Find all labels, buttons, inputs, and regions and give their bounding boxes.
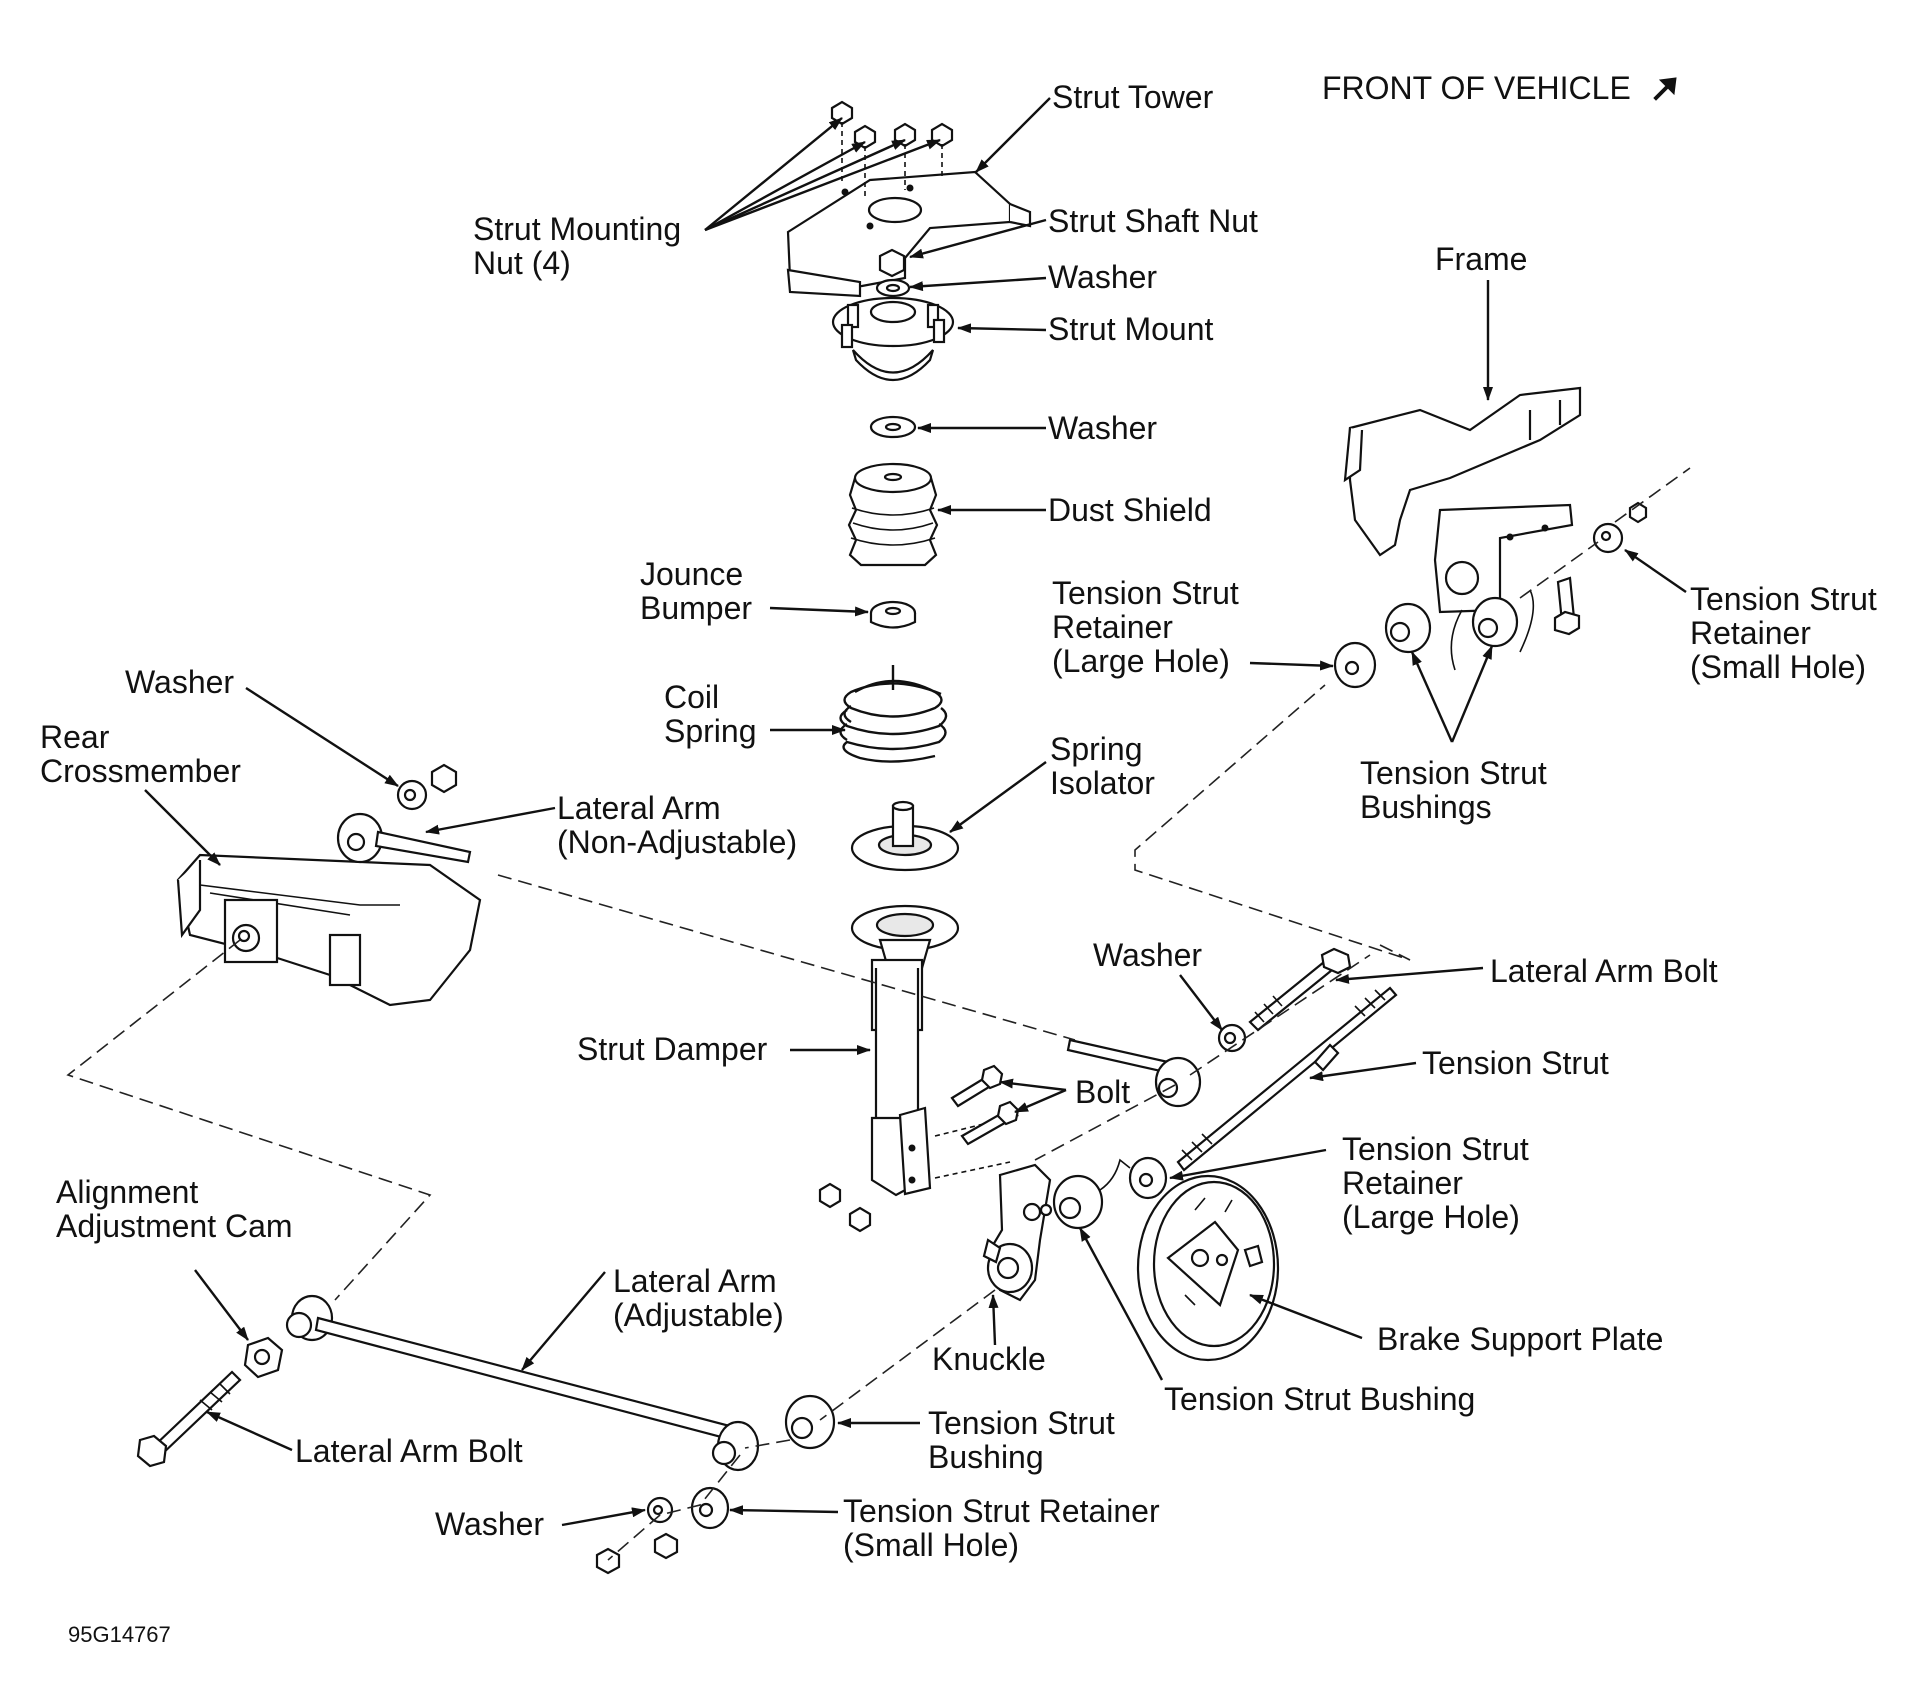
label-coil-spring-1: Coil: [664, 679, 719, 715]
tension-strut-bushing-low: [784, 1394, 836, 1450]
label-lateral-arm-bolt-right: Lateral Arm Bolt: [1490, 953, 1718, 989]
washer-bottom-part: [646, 1496, 674, 1524]
label-coil-spring-2: Spring: [664, 713, 757, 749]
label-tension-strut: Tension Strut: [1422, 1045, 1609, 1081]
knuckle-nuts: [818, 1182, 872, 1233]
figure-id: 95G14767: [68, 1622, 171, 1647]
label-ts-retainer-large-top-3: (Large Hole): [1052, 643, 1230, 679]
label-strut-damper: Strut Damper: [577, 1031, 768, 1067]
label-ts-bushing-right: Tension Strut Bushing: [1164, 1381, 1475, 1417]
label-ts-retainer-small-low-2: (Small Hole): [843, 1527, 1019, 1563]
label-ts-retainer-small-top-2: Retainer: [1690, 615, 1811, 651]
label-dust-shield: Dust Shield: [1048, 492, 1212, 528]
front-arrow-icon: [1653, 77, 1677, 101]
strut-tower: [786, 170, 1032, 298]
strut-shaft-nut: [878, 248, 906, 278]
label-lateral-arm-adj-2: (Adjustable): [613, 1297, 784, 1333]
leader-arrows: [144, 97, 1687, 1527]
label-ts-retainer-large-low-2: Retainer: [1342, 1165, 1463, 1201]
label-ts-retainer-large-low-1: Tension Strut: [1342, 1131, 1529, 1167]
dust-shield: [847, 462, 939, 567]
label-spring-isolator-2: Isolator: [1050, 765, 1155, 801]
lateral-arm-bolt-right-part: [1248, 947, 1352, 1032]
label-washer-left: Washer: [125, 664, 234, 700]
label-spring-isolator-1: Spring: [1050, 731, 1143, 767]
label-ts-retainer-small-low-1: Tension Strut Retainer: [843, 1493, 1160, 1529]
rear-crossmember: [176, 853, 482, 1007]
tension-strut-retainer-large-top: [1333, 641, 1377, 689]
label-ts-retainer-small-top-1: Tension Strut: [1690, 581, 1877, 617]
tension-strut-bushing-right-part: [1052, 1158, 1131, 1230]
label-strut-mounting-nut-2: Nut (4): [473, 245, 571, 281]
labels: Strut Tower Strut Mounting Nut (4) Strut…: [40, 79, 1877, 1563]
label-lateral-arm-nonadj-1: Lateral Arm: [557, 790, 721, 826]
label-strut-shaft-nut: Strut Shaft Nut: [1048, 203, 1258, 239]
strut-mount: [831, 296, 955, 382]
label-ts-bushings-1: Tension Strut: [1360, 755, 1547, 791]
brake-support-plate: [1136, 1174, 1280, 1362]
tension-strut-retainer-small-low: [690, 1486, 730, 1530]
label-strut-mounting-nut-1: Strut Mounting: [473, 211, 681, 247]
label-washer-mid: Washer: [1048, 410, 1157, 446]
tension-strut-bushings-top: [1384, 589, 1535, 671]
label-ts-retainer-large-top-1: Tension Strut: [1052, 575, 1239, 611]
label-ts-bushings-2: Bushings: [1360, 789, 1492, 825]
tension-strut-retainer-large-low: [1128, 1156, 1168, 1200]
bolts-knuckle: [950, 1064, 1020, 1146]
nuts-bottom: [595, 1532, 679, 1575]
strut-damper: [850, 904, 1021, 1197]
label-lateral-arm-adj-1: Lateral Arm: [613, 1263, 777, 1299]
coil-spring: [839, 665, 948, 763]
label-washer-bottom: Washer: [435, 1506, 544, 1542]
alignment-adjustment-cam: [243, 1336, 284, 1379]
lateral-arm-adjustable: [285, 1294, 760, 1472]
tension-strut-part: [1176, 986, 1398, 1172]
washer-mid: [869, 415, 917, 439]
label-rear-crossmember-1: Rear: [40, 719, 110, 755]
lateral-arm-bolt-left-part: [136, 1370, 242, 1468]
label-jounce-bumper-1: Jounce: [640, 556, 743, 592]
label-ts-retainer-large-low-3: (Large Hole): [1342, 1199, 1520, 1235]
nut-left: [430, 763, 458, 794]
label-washer-right: Washer: [1093, 937, 1202, 973]
tension-strut-retainer-small-top: [1592, 522, 1624, 554]
label-knuckle: Knuckle: [932, 1341, 1046, 1377]
label-frame: Frame: [1435, 241, 1527, 277]
label-rear-crossmember-2: Crossmember: [40, 753, 241, 789]
label-ts-bushing-low-2: Bushing: [928, 1439, 1044, 1475]
washer-right-part: [1217, 1023, 1247, 1053]
jounce-bumper: [869, 600, 917, 629]
knuckle: [982, 1163, 1053, 1302]
label-alignment-cam-1: Alignment: [56, 1174, 198, 1210]
front-of-vehicle-label: FRONT OF VEHICLE: [1322, 70, 1631, 106]
label-lateral-arm-bolt-left: Lateral Arm Bolt: [295, 1433, 523, 1469]
label-brake-support-plate: Brake Support Plate: [1377, 1321, 1663, 1357]
label-lateral-arm-nonadj-2: (Non-Adjustable): [557, 824, 797, 860]
frame: [1343, 386, 1582, 614]
label-ts-retainer-small-top-3: (Small Hole): [1690, 649, 1866, 685]
label-ts-bushing-low-1: Tension Strut: [928, 1405, 1115, 1441]
label-ts-retainer-large-top-2: Retainer: [1052, 609, 1173, 645]
label-alignment-cam-2: Adjustment Cam: [56, 1208, 293, 1244]
label-washer-top: Washer: [1048, 259, 1157, 295]
label-jounce-bumper-2: Bumper: [640, 590, 752, 626]
washer-left-part: [396, 779, 428, 811]
bolt-frame: [1553, 576, 1581, 636]
washer-top: [875, 278, 911, 298]
label-strut-mount: Strut Mount: [1048, 311, 1214, 347]
spring-isolator: [850, 800, 960, 872]
lateral-arm-non-adjustable: [336, 812, 472, 864]
label-bolt: Bolt: [1075, 1074, 1130, 1110]
label-strut-tower: Strut Tower: [1052, 79, 1214, 115]
lateral-arm-lower-end: [1066, 1038, 1202, 1108]
